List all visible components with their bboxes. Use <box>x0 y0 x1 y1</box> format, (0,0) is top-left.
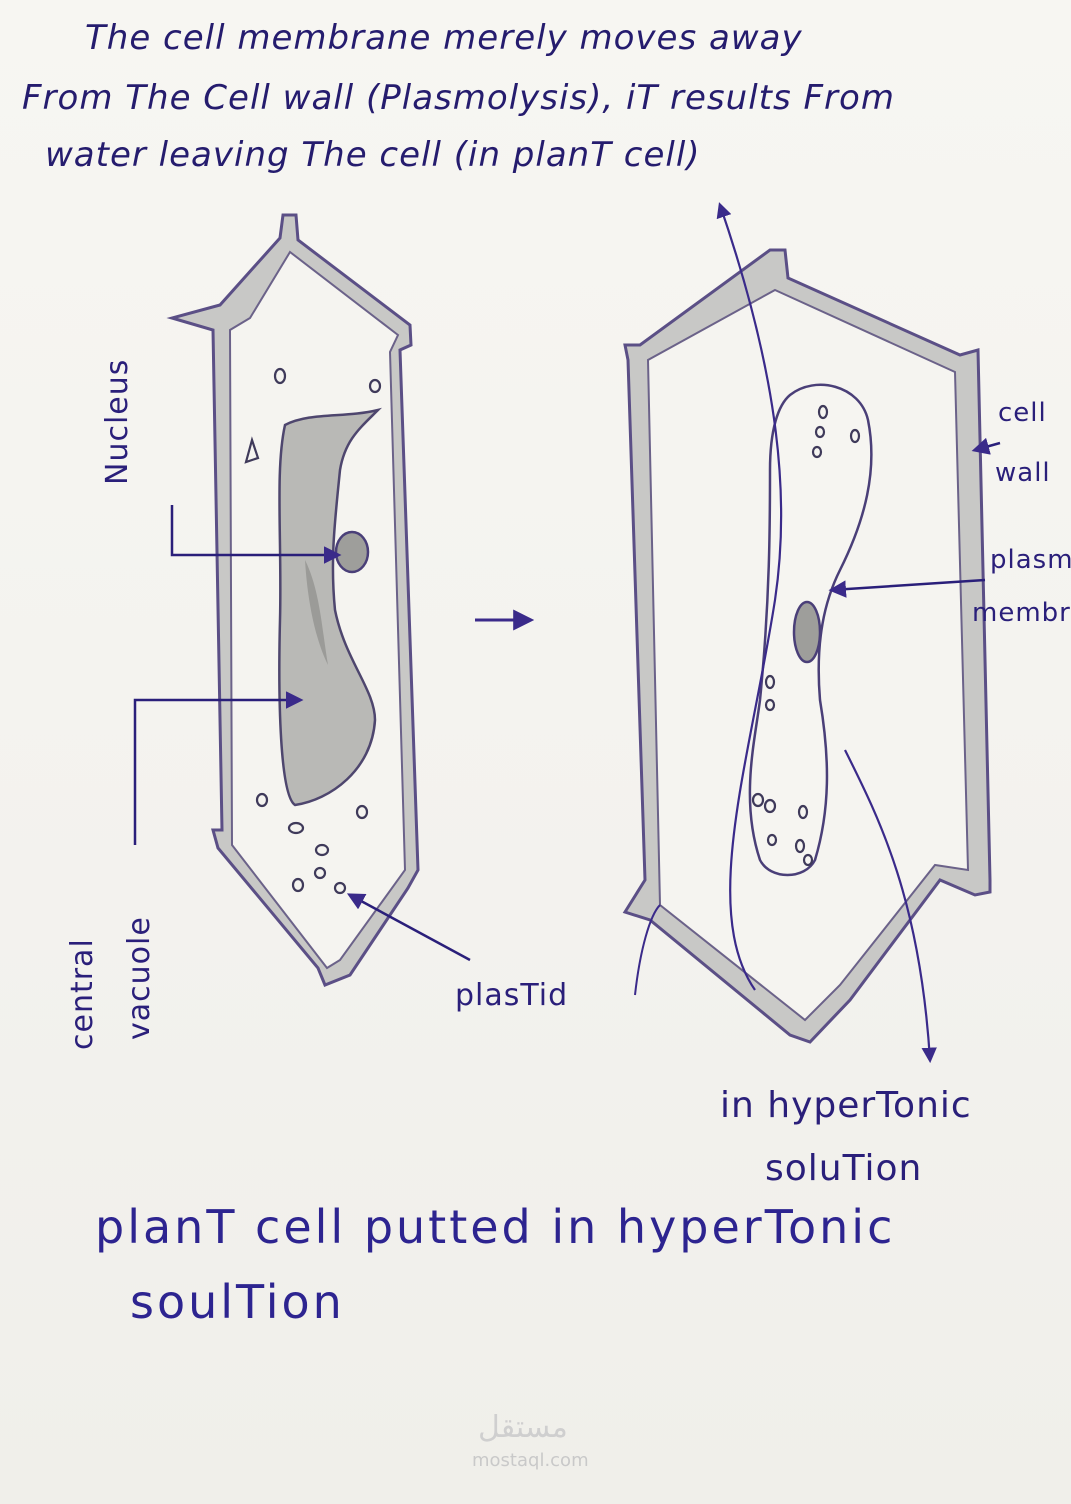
watermark-brand: مستقل <box>478 1410 568 1445</box>
cell-wall-leader-line <box>971 437 1001 455</box>
water-out-arrow-up <box>716 202 783 991</box>
plastid <box>273 367 287 385</box>
plastid <box>811 445 823 459</box>
intro-line-3: water leaving The cell (in planT cell) <box>45 135 701 175</box>
left-central-vacuole <box>278 407 383 807</box>
plastid <box>255 792 269 808</box>
membrane-label-line-1: plasm <box>990 545 1071 575</box>
membrane-leader-line <box>828 578 986 598</box>
plastid <box>794 838 806 854</box>
plastid <box>313 866 327 880</box>
hypertonic-label-line-1: in hyperTonic <box>720 1085 972 1126</box>
plastid <box>314 843 330 857</box>
normal-plant-cell <box>166 213 420 987</box>
plastid <box>766 833 778 847</box>
plastid <box>849 428 861 444</box>
membrane-label-line-2: membr <box>972 598 1071 628</box>
central-vacuole-label-line-2: vacuole <box>122 916 157 1040</box>
plastid <box>814 425 826 439</box>
plastid-label: plasTid <box>455 978 569 1013</box>
plastid <box>287 821 305 835</box>
plastid <box>764 698 776 712</box>
water-arrow-lower-left <box>634 904 661 996</box>
plastid <box>797 804 809 820</box>
cell-wall-label-line-1: cell <box>998 398 1047 428</box>
nucleus-leader-line <box>170 505 342 564</box>
plastid <box>763 798 777 814</box>
vacuole-leader-line <box>133 691 304 845</box>
nucleus-label: Nucleus <box>100 358 135 485</box>
plastid <box>291 877 305 893</box>
right-plastids <box>751 404 861 867</box>
plastid <box>802 853 814 867</box>
plastid <box>764 674 776 690</box>
watermark-url: mostaql.com <box>472 1450 589 1471</box>
intro-line-2: From The Cell wall (Plasmolysis), iT res… <box>22 78 895 118</box>
plastid <box>368 378 382 394</box>
caption-line-2: soulTion <box>130 1275 345 1329</box>
plastid <box>817 404 829 420</box>
cell-wall-label-line-2: wall <box>995 458 1051 488</box>
plasmolysed-plant-cell <box>622 248 992 1044</box>
plastid-leader-line <box>346 893 471 962</box>
plastid <box>355 804 369 820</box>
intro-line-1: The cell membrane merely moves away <box>85 18 803 58</box>
right-nucleus <box>792 600 822 664</box>
plastid <box>751 792 765 808</box>
hypertonic-label-line-2: soluTion <box>765 1148 923 1189</box>
plastid <box>333 881 347 895</box>
central-vacuole-label-line-1: central <box>65 938 100 1050</box>
left-plastids <box>244 367 382 895</box>
water-out-arrow-down <box>844 749 937 1064</box>
left-vacuole-shading <box>305 560 328 665</box>
caption-line-1: planT cell putted in hyperTonic <box>95 1200 896 1254</box>
plastid <box>244 436 260 464</box>
left-nucleus <box>334 530 370 574</box>
